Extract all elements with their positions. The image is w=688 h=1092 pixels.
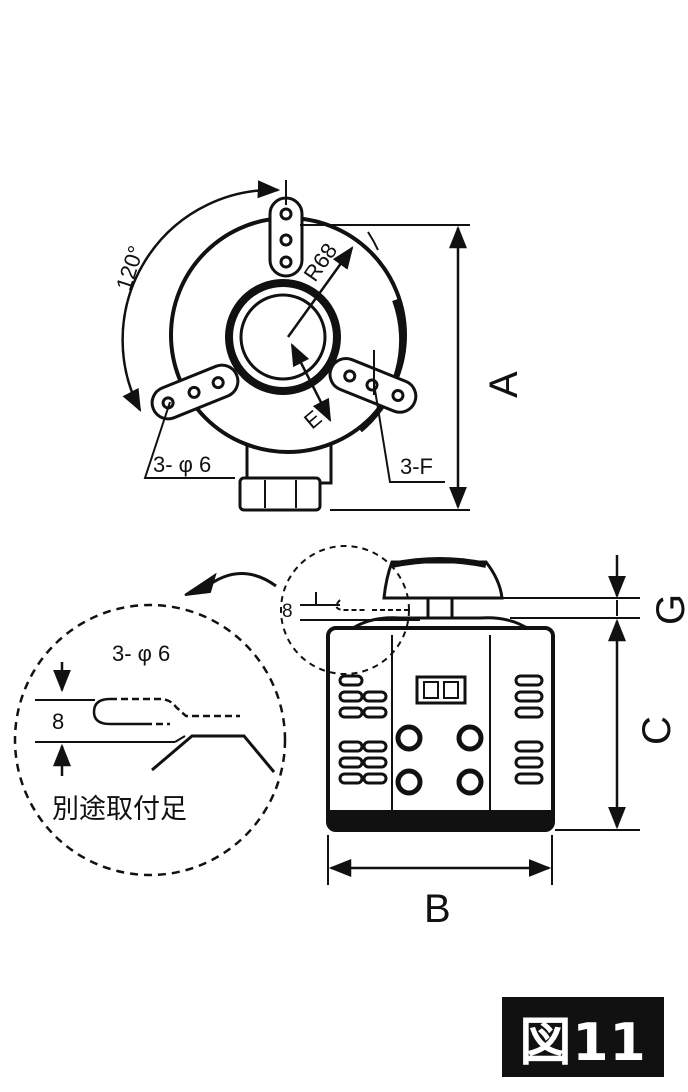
radius-line <box>286 246 354 338</box>
terminal-tr <box>456 724 484 752</box>
terminal-br <box>456 768 484 796</box>
angle-label: 120° <box>111 243 149 294</box>
top-view <box>121 180 470 512</box>
top-holes-label: 3- φ 6 <box>153 452 211 477</box>
right-vents <box>514 674 544 785</box>
front-dim-8-label: 8 <box>282 601 293 622</box>
angle-arc <box>121 180 281 412</box>
mount-lug-top <box>268 196 304 278</box>
front-detail-circle <box>280 545 410 675</box>
front-body <box>326 626 555 832</box>
dim-a-label: A <box>482 371 526 398</box>
dim-c-label: C <box>635 716 679 745</box>
terminal-bl <box>395 768 423 796</box>
e-dimension-line <box>290 342 332 423</box>
terminal-tl <box>395 724 423 752</box>
front-view <box>184 545 640 885</box>
detail-holes-label: 3- φ 6 <box>112 641 170 666</box>
dim-b-label: B <box>424 887 451 931</box>
left-vents <box>338 674 388 785</box>
detail-view <box>13 603 287 877</box>
dim-g-label: G <box>649 594 688 625</box>
mount-foot <box>151 734 276 773</box>
detail-circle <box>13 603 287 877</box>
top-view-foot <box>238 476 322 512</box>
figure-number-badge: 図11 <box>502 997 664 1077</box>
detail-caption: 別途取付足 <box>52 794 187 824</box>
detail-dim-8-label: 8 <box>52 709 64 734</box>
f-label: 3-F <box>400 454 433 479</box>
mount-lug-right <box>328 357 418 414</box>
